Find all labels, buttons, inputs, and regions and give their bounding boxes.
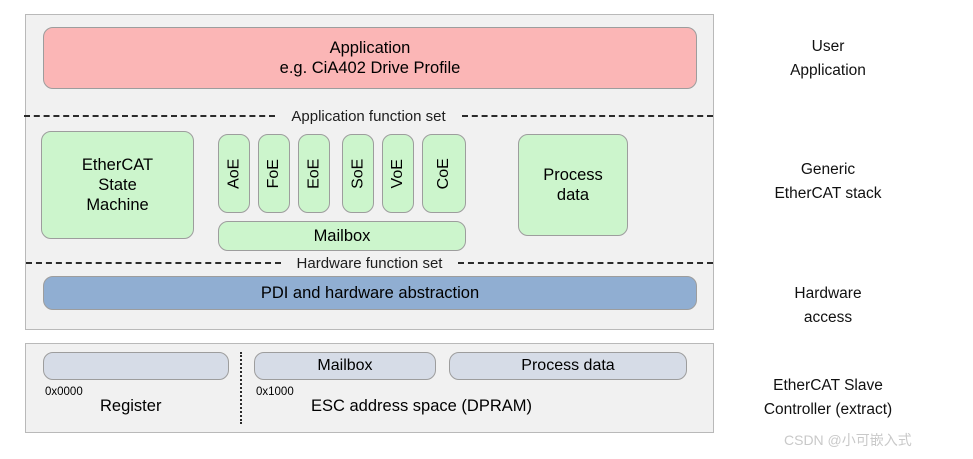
application-subtitle: e.g. CiA402 Drive Profile bbox=[279, 59, 461, 77]
side-label-user-line-2: Application bbox=[790, 62, 866, 80]
protocol-label-eoe: EoE bbox=[305, 158, 323, 189]
esc-mailbox-label: Mailbox bbox=[317, 357, 373, 375]
address-label-register: 0x0000 bbox=[45, 386, 83, 398]
side-label-hardware-access: Hardware access bbox=[738, 282, 918, 330]
dashed-line-left bbox=[26, 262, 281, 264]
process-data-line-2: data bbox=[556, 186, 590, 204]
state-machine-line-3: Machine bbox=[86, 196, 149, 215]
dashed-line-right bbox=[461, 115, 714, 117]
application-title: Application bbox=[329, 38, 411, 57]
hardware-function-set-divider: Hardware function set bbox=[26, 252, 713, 274]
side-label-hardware-line-2: access bbox=[803, 309, 853, 327]
side-label-esc-line-2: Controller (extract) bbox=[763, 401, 893, 419]
process-data-line-1: Process bbox=[543, 165, 603, 184]
register-caption: Register bbox=[100, 397, 162, 415]
application-function-set-label: Application function set bbox=[291, 107, 446, 125]
hardware-function-set-label: Hardware function set bbox=[296, 254, 443, 272]
protocol-block-eoe: EoE bbox=[298, 134, 330, 213]
protocol-label-voe: VoE bbox=[389, 158, 407, 189]
protocol-label-coe: CoE bbox=[435, 157, 453, 190]
side-label-user-application: User Application bbox=[738, 35, 918, 83]
protocol-label-soe: SoE bbox=[349, 158, 367, 189]
protocol-block-foe: FoE bbox=[258, 134, 290, 213]
protocol-block-soe: SoE bbox=[342, 134, 374, 213]
ethercat-stack-panel: Application e.g. CiA402 Drive Profile Ap… bbox=[24, 14, 714, 330]
side-label-generic-line-1: Generic bbox=[800, 161, 856, 178]
address-label-mailbox: 0x1000 bbox=[256, 386, 294, 398]
side-label-generic-line-2: EtherCAT stack bbox=[774, 185, 882, 203]
esc-mailbox-block: Mailbox bbox=[254, 352, 436, 380]
protocol-block-coe: CoE bbox=[422, 134, 466, 213]
state-machine-line-1: EtherCAT bbox=[81, 155, 154, 174]
side-label-hardware-line-1: Hardware bbox=[794, 285, 862, 302]
state-machine-line-2: State bbox=[98, 175, 137, 194]
esc-register-block bbox=[43, 352, 229, 380]
side-label-ethercat-slave-controller: EtherCAT Slave Controller (extract) bbox=[738, 374, 918, 422]
protocol-block-voe: VoE bbox=[382, 134, 414, 213]
process-data-block: Process data bbox=[518, 134, 628, 236]
side-label-esc-line-1: EtherCAT Slave bbox=[773, 377, 883, 394]
pdi-label: PDI and hardware abstraction bbox=[260, 283, 480, 302]
side-label-generic-stack: Generic EtherCAT stack bbox=[738, 158, 918, 206]
esc-address-separator bbox=[240, 352, 242, 424]
ethercat-state-machine-block: EtherCAT State Machine bbox=[41, 131, 194, 239]
protocol-block-aoe: AoE bbox=[218, 134, 250, 213]
esc-address-space-panel: Mailbox Process data 0x0000 0x1000 Regis… bbox=[25, 343, 714, 433]
mailbox-block: Mailbox bbox=[218, 221, 466, 251]
application-function-set-divider: Application function set bbox=[24, 105, 714, 127]
esc-address-space-caption: ESC address space (DPRAM) bbox=[311, 397, 532, 415]
dashed-line-right bbox=[458, 262, 713, 264]
pdi-hardware-abstraction-block: PDI and hardware abstraction bbox=[43, 276, 697, 310]
side-label-user-line-1: User bbox=[811, 38, 845, 55]
dashed-line-left bbox=[24, 115, 276, 117]
protocol-label-foe: FoE bbox=[265, 158, 283, 189]
protocol-label-aoe: AoE bbox=[225, 158, 243, 189]
esc-process-data-label: Process data bbox=[521, 357, 615, 375]
csdn-watermark: CSDN @小可嵌入式 bbox=[784, 432, 912, 448]
application-block: Application e.g. CiA402 Drive Profile bbox=[43, 27, 697, 89]
mailbox-label: Mailbox bbox=[313, 226, 371, 245]
esc-process-data-block: Process data bbox=[449, 352, 687, 380]
